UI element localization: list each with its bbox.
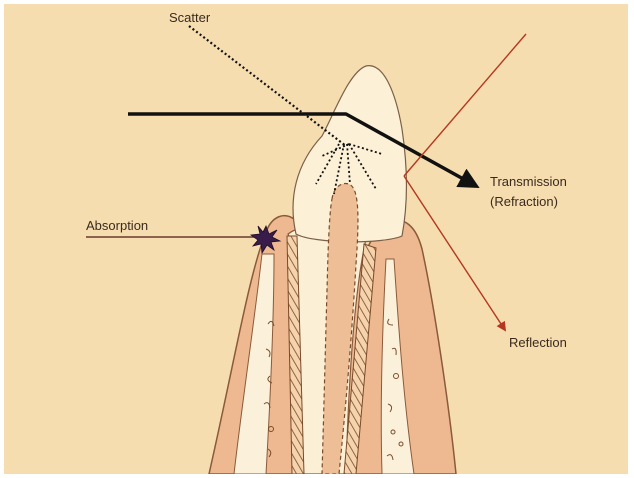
label-scatter: Scatter	[169, 10, 211, 25]
diagram-frame: Scatter Transmission (Refraction) Absorp…	[4, 4, 628, 474]
label-reflection: Reflection	[509, 335, 567, 350]
tooth-light-interaction-diagram: Scatter Transmission (Refraction) Absorp…	[4, 4, 628, 474]
label-transmission: Transmission	[490, 174, 567, 189]
label-absorption: Absorption	[86, 218, 148, 233]
label-refraction: (Refraction)	[490, 194, 558, 209]
